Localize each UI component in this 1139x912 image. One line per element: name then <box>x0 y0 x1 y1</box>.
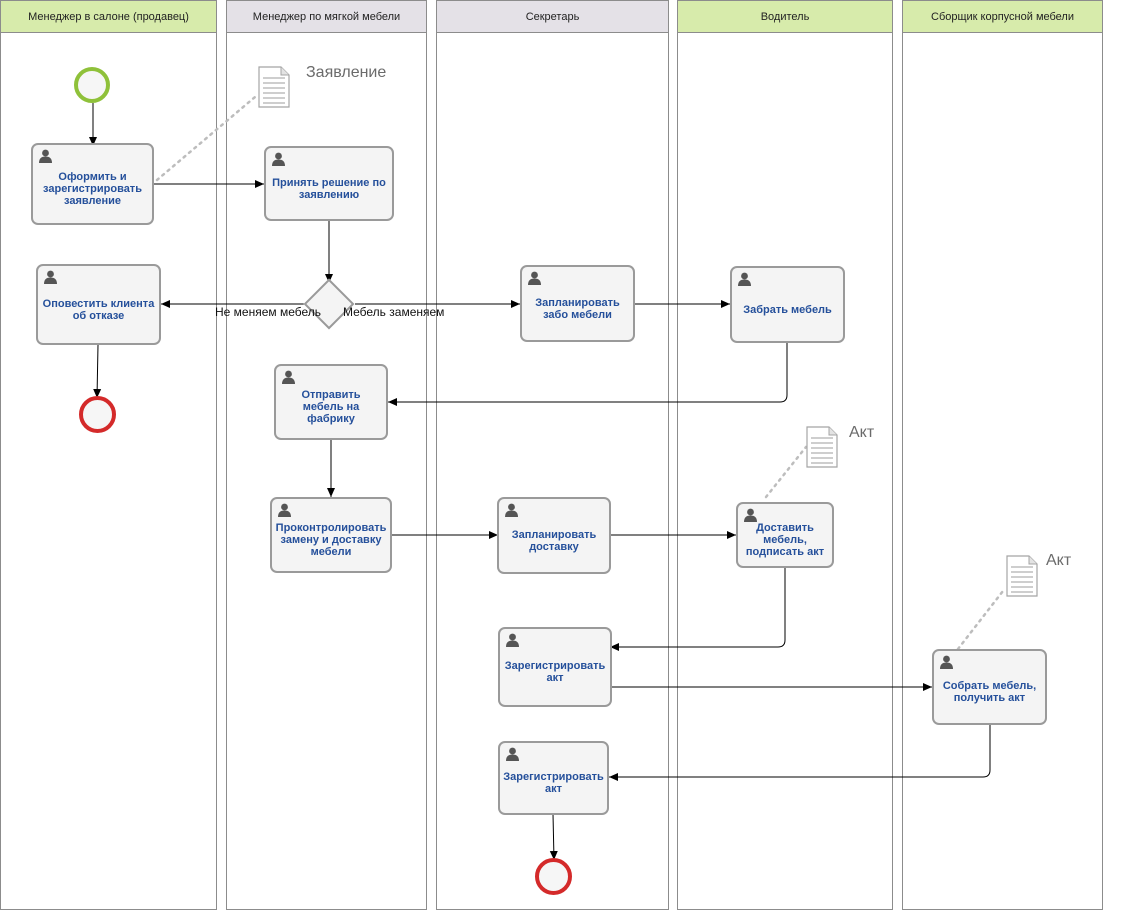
user-icon <box>278 503 291 517</box>
lane-header-secretary: Секретарь <box>437 1 668 33</box>
lane-cabinet-assembler: Сборщик корпусной мебели <box>902 0 1103 910</box>
task-register-act-final[interactable]: Зарегистрировать акт <box>498 741 609 815</box>
lane-header-driver: Водитель <box>678 1 892 33</box>
lane-header-sales-manager: Менеджер в салоне (продавец) <box>1 1 216 33</box>
task-label: Оповестить клиента об отказе <box>42 297 155 322</box>
document-icon[interactable] <box>1006 555 1038 597</box>
task-label: Оформить и зарегистрировать заявление <box>43 171 142 207</box>
lane-sales-manager: Менеджер в салоне (продавец) <box>0 0 217 910</box>
task-label: Проконтролировать замену и доставку мебе… <box>275 522 387 558</box>
task-register-act[interactable]: Зарегистрировать акт <box>498 627 612 707</box>
flow-notify-to-end <box>93 344 102 399</box>
lane-secretary: Секретарь <box>436 0 669 910</box>
task-decide-application[interactable]: Принять решение по заявлению <box>264 146 394 221</box>
association-act-2 <box>956 589 1005 651</box>
document-label-act: Акт <box>1046 552 1072 569</box>
task-pick-furniture[interactable]: Забрать мебель <box>730 266 845 343</box>
user-icon <box>738 272 751 286</box>
user-icon <box>272 152 285 166</box>
task-notify-client[interactable]: Оповестить клиента об отказе <box>36 264 161 345</box>
user-icon <box>282 370 295 384</box>
task-register-application[interactable]: Оформить и зарегистрировать заявление <box>31 143 154 225</box>
document-icon[interactable] <box>258 66 290 108</box>
lane-driver: Водитель <box>677 0 893 910</box>
lane-header-cabinet-assembler: Сборщик корпусной мебели <box>903 1 1102 33</box>
task-label: Запланировать забо мебели <box>535 296 620 321</box>
user-icon <box>44 270 57 284</box>
document-icon[interactable] <box>806 426 838 468</box>
document-label-application: Заявление <box>306 64 387 81</box>
start-event-icon[interactable] <box>74 67 110 103</box>
task-label: Отправить мебель на фабрику <box>301 389 361 425</box>
task-label: Зарегистрировать акт <box>503 771 604 795</box>
user-icon <box>744 508 757 522</box>
lane-header-soft-furniture-manager: Менеджер по мягкой мебели <box>227 1 426 33</box>
task-plan-delivery[interactable]: Запланировать доставку <box>497 497 611 574</box>
task-control-replacement[interactable]: Проконтролировать замену и доставку мебе… <box>270 497 392 573</box>
task-deliver-sign[interactable]: Доставить мебель, подписать акт <box>736 502 834 568</box>
flow-assemble-to-register-act-2 <box>609 724 991 781</box>
flow-pick-to-factory <box>388 343 788 406</box>
task-assemble-get-act[interactable]: Собрать мебель, получить акт <box>932 649 1047 725</box>
document-label-act: Акт <box>849 424 875 441</box>
task-label: Доставить мебель, подписать акт <box>745 522 825 558</box>
task-plan-pickup[interactable]: Запланировать забо мебели <box>520 265 635 342</box>
user-icon <box>940 655 953 669</box>
flow-label-no-change: Не меняем мебель <box>215 305 322 319</box>
task-label: Принять решение по заявлению <box>272 176 386 201</box>
user-icon <box>39 149 52 163</box>
task-send-to-factory[interactable]: Отправить мебель на фабрику <box>274 364 388 440</box>
user-icon <box>528 271 541 285</box>
task-label: Забрать мебель <box>743 303 832 316</box>
task-label: Собрать мебель, получить акт <box>942 680 1037 704</box>
flow-label-change: Мебель заменяем <box>343 305 445 319</box>
lane-soft-furniture-manager: Менеджер по мягкой мебели <box>226 0 427 910</box>
end-event-icon[interactable] <box>535 858 572 895</box>
flow-register-act-2-to-end <box>549 813 558 861</box>
user-icon <box>506 747 519 761</box>
user-icon <box>506 633 519 647</box>
task-label: Зарегистрировать акт <box>504 660 606 684</box>
end-event-icon[interactable] <box>79 396 116 433</box>
task-label: Запланировать доставку <box>511 528 597 553</box>
association-application <box>155 95 257 182</box>
flow-deliver-to-register-act <box>610 568 786 651</box>
user-icon <box>505 503 518 517</box>
association-act-1 <box>764 445 808 499</box>
